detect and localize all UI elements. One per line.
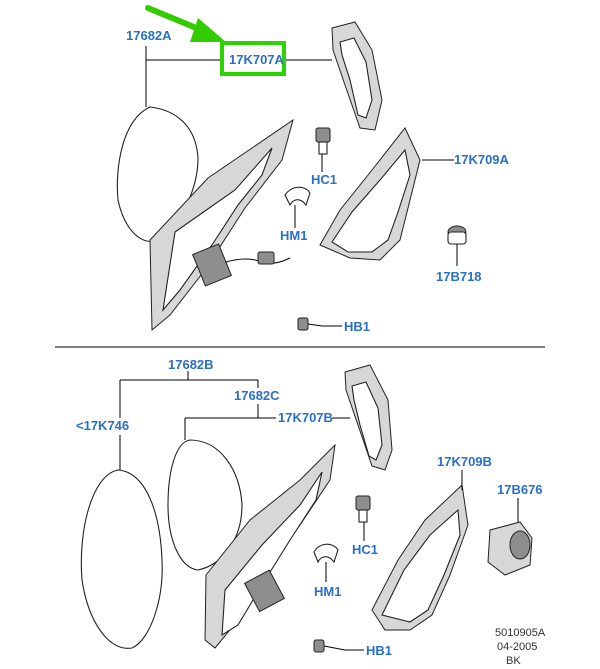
top-assembly-drawing: 17682A 17K707A 17K709A HC1 HM1 17B718 HB…: [116, 5, 510, 334]
label-hc1-top: HC1: [311, 172, 337, 187]
label-hm1-bottom: HM1: [314, 584, 341, 599]
grommet-top: [447, 225, 467, 245]
mirror-glass-c-bottom: [167, 439, 243, 571]
clip-hm1-bottom: [313, 543, 339, 564]
harness-connector-top: [257, 251, 275, 265]
bolt-hb1-bottom: [313, 639, 346, 653]
housing-cover-bottom-inner: [351, 381, 383, 461]
label-17k707b: 17K707B: [278, 410, 333, 425]
label-17k709b: 17K709B: [437, 454, 492, 469]
clip-hc1-bottom: [355, 495, 371, 523]
doc-code: BK: [506, 655, 521, 667]
mirror-housing-front-bottom: [221, 471, 323, 637]
clip-hc1-top: [315, 127, 331, 155]
housing-cover-top-inner: [339, 37, 373, 119]
bracket-top-face: [331, 148, 411, 253]
doc-number: 5010905A: [495, 627, 546, 639]
module-17b676: [487, 521, 533, 576]
mirror-glass-bottom: [80, 469, 163, 649]
label-hm1-top: HM1: [280, 228, 307, 243]
label-hb1-bottom: HB1: [366, 643, 392, 658]
mirror-motor-top: [192, 243, 232, 287]
bottom-assembly-drawing: 17682B <17K746 17682C 17K707B 17K709B 17…: [76, 357, 543, 658]
highlight-box: [220, 41, 286, 76]
label-17k709a: 17K709A: [454, 152, 510, 167]
label-17b718: 17B718: [436, 269, 482, 284]
label-17682c: 17682C: [234, 388, 280, 403]
label-17682b: 17682B: [168, 357, 214, 372]
label-17682a: 17682A: [126, 28, 172, 43]
bolt-hb1-top: [297, 317, 323, 331]
mirror-motor-bottom: [243, 569, 286, 613]
label-17k746: <17K746: [76, 418, 129, 433]
label-hb1-top: HB1: [344, 319, 370, 334]
doc-date: 04-2005: [497, 641, 537, 653]
highlight-arrow-icon: [145, 5, 226, 42]
bracket-bottom-face: [381, 508, 461, 623]
label-hc1-bottom: HC1: [352, 542, 378, 557]
mirror-housing-front-top: [162, 147, 273, 312]
label-17k707a: 17K707A: [229, 52, 285, 67]
clip-hm1-top: [284, 186, 311, 207]
footer-block: 5010905A 04-2005 BK: [495, 627, 546, 667]
label-17b676: 17B676: [497, 482, 543, 497]
